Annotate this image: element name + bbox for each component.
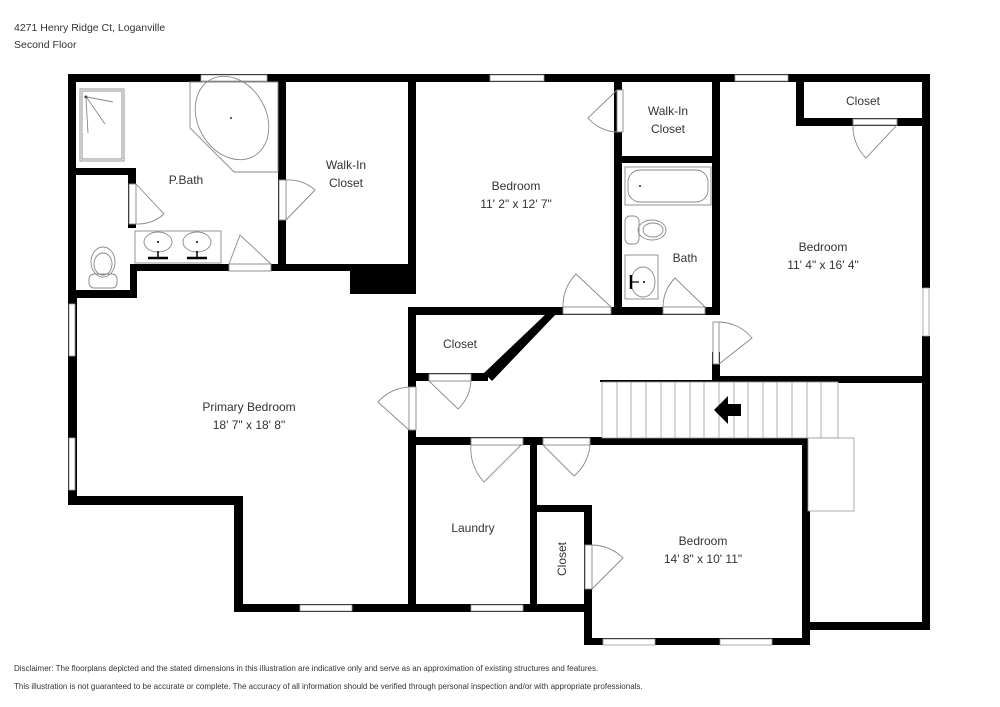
double-vanity-icon xyxy=(134,230,222,264)
disclaimer-line-2: This illustration is not guaranteed to b… xyxy=(14,682,643,691)
room-dims-bedroom-2: 11' 4" x 16' 4" xyxy=(787,258,859,272)
room-label-closet-hall: Closet xyxy=(443,337,478,351)
staircase xyxy=(601,381,855,512)
room-dims-bedroom-1: 11' 2" x 12' 7" xyxy=(480,197,552,211)
shower-icon xyxy=(79,88,125,162)
property-address: 4271 Henry Ridge Ct, Loganville xyxy=(14,22,166,34)
room-label-bedroom-2: Bedroom xyxy=(799,240,848,254)
room-label-bedroom-3: Bedroom xyxy=(679,534,728,548)
toilet-icon xyxy=(624,215,667,245)
room-label-closet-ne: Closet xyxy=(846,94,881,108)
windows xyxy=(68,74,930,646)
floor-label: Second Floor xyxy=(14,39,77,51)
room-label-walkin-closet-1-line2: Closet xyxy=(329,176,364,190)
room-dims-primary-bedroom: 18' 7" x 18' 8" xyxy=(213,418,285,432)
toilet-icon xyxy=(88,246,118,289)
bathtub-icon xyxy=(624,166,712,206)
room-label-bedroom-1: Bedroom xyxy=(492,179,541,193)
walls xyxy=(68,74,930,645)
room-label-laundry: Laundry xyxy=(451,521,494,535)
room-labels: P.Bath Walk-In Closet Bedroom 11' 2" x 1… xyxy=(169,94,881,576)
room-label-bath: Bath xyxy=(673,251,698,265)
disclaimer-line-1: Disclaimer: The floorplans depicted and … xyxy=(14,664,599,673)
sink-icon xyxy=(624,254,659,300)
room-label-walkin-closet-2: Walk-In xyxy=(648,104,688,118)
room-label-walkin-closet-1: Walk-In xyxy=(326,158,366,172)
room-dims-bedroom-3: 14' 8" x 10' 11" xyxy=(664,552,742,566)
fixtures xyxy=(79,75,712,300)
room-label-closet-vertical: Closet xyxy=(555,541,569,576)
room-label-p-bath: P.Bath xyxy=(169,173,203,187)
arrow-left-icon xyxy=(714,396,741,424)
doors xyxy=(128,89,898,590)
room-label-primary-bedroom: Primary Bedroom xyxy=(202,400,295,414)
bathtub-icon xyxy=(189,75,279,173)
room-label-walkin-closet-2-line2: Closet xyxy=(651,122,686,136)
